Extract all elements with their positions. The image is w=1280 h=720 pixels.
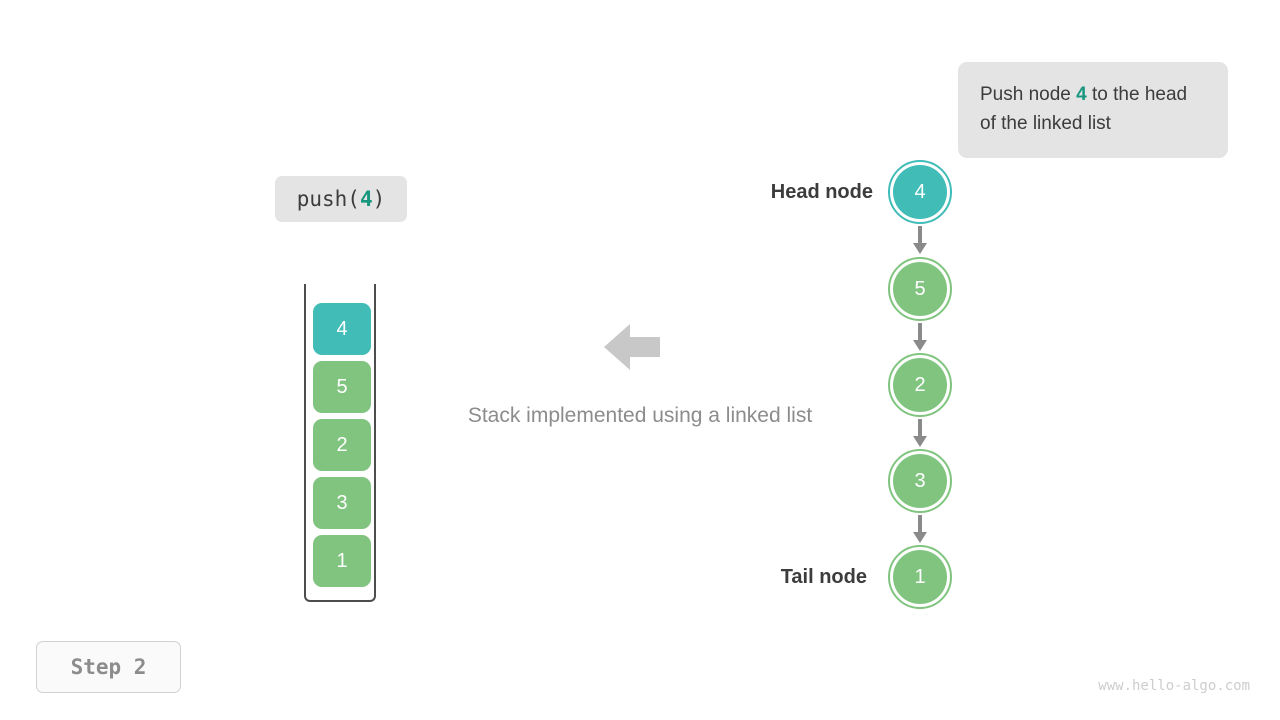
- equivalence-arrow-icon: [602, 320, 662, 374]
- linked-list-node: 4: [888, 160, 952, 224]
- tooltip-text-before: Push node: [980, 84, 1077, 105]
- linked-list-node: 5: [888, 257, 952, 321]
- stack-cell: 5: [313, 361, 371, 413]
- node-ring: [888, 160, 952, 224]
- node-value: 4: [914, 180, 926, 203]
- site-watermark: www.hello-algo.com: [1098, 678, 1250, 694]
- tooltip-text-after: to the head of the linked list: [980, 84, 1188, 134]
- node-value: 1: [914, 565, 926, 588]
- annotation-tooltip: Push node 4 to the head of the linked li…: [958, 62, 1228, 158]
- linked-list-connector: [913, 515, 927, 543]
- node-ring: [888, 449, 952, 513]
- node-disc: 3: [893, 454, 947, 508]
- push-operation-label: push(4): [275, 176, 407, 222]
- stack-cell: 3: [313, 477, 371, 529]
- stack-cell-value: 2: [336, 433, 348, 456]
- linked-list-connector: [913, 323, 927, 351]
- tooltip-highlight-value: 4: [1076, 84, 1087, 105]
- node-ring: [888, 257, 952, 321]
- linked-list-connector: [913, 226, 927, 254]
- stack-cell: 2: [313, 419, 371, 471]
- push-label-suffix: ): [372, 187, 386, 211]
- node-disc: 4: [893, 165, 947, 219]
- stack-cell: 1: [313, 535, 371, 587]
- linked-list: 4 5 2 3 1: [888, 160, 952, 620]
- push-label-prefix: push(: [296, 187, 360, 211]
- stack-container: 4 5 2 3 1: [304, 284, 376, 602]
- head-node-label: Head node: [770, 181, 873, 203]
- node-disc: 5: [893, 262, 947, 316]
- push-label-value: 4: [359, 187, 373, 211]
- node-value: 5: [914, 277, 926, 300]
- tail-node-label: Tail node: [780, 566, 867, 588]
- stack-cell: 4: [313, 303, 371, 355]
- node-value: 2: [914, 373, 926, 396]
- linked-list-connector: [913, 419, 927, 447]
- stack-cell-value: 5: [336, 375, 348, 398]
- step-badge: Step 2: [36, 641, 181, 693]
- node-disc: 1: [893, 550, 947, 604]
- node-disc: 2: [893, 358, 947, 412]
- node-ring: [888, 545, 952, 609]
- diagram-caption: Stack implemented using a linked list: [467, 404, 813, 427]
- stack-cell-value: 1: [336, 549, 348, 572]
- stack-cell-value: 3: [336, 491, 348, 514]
- stack-cells: 4 5 2 3 1: [313, 303, 371, 593]
- linked-list-node: 1: [888, 545, 952, 609]
- node-value: 3: [914, 469, 926, 492]
- stack-rails: [304, 284, 376, 602]
- linked-list-node: 3: [888, 449, 952, 513]
- linked-list-node: 2: [888, 353, 952, 417]
- node-ring: [888, 353, 952, 417]
- stack-cell-value: 4: [336, 317, 348, 340]
